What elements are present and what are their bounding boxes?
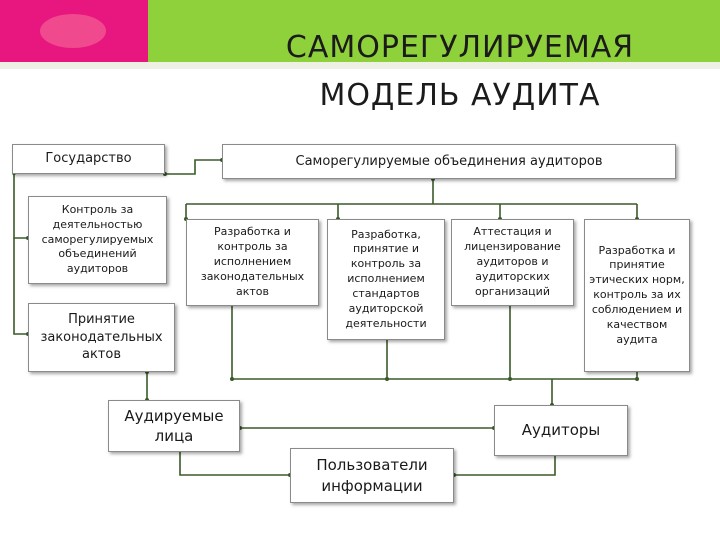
connector-audited-users [179,452,290,476]
box-audited: Аудируемые лица [108,400,240,452]
connector-state-sro [165,159,222,175]
box-attestation: Аттестация и лицензирование аудиторов и … [451,219,574,306]
header-band-green [148,0,720,62]
page-title-line1: САМОРЕГУЛИРУЕМАЯ [285,30,635,65]
box-laws: Принятие законодательных актов [28,303,175,372]
connector-auditors-users [454,456,556,476]
box-users: Пользователи информации [290,448,454,503]
connector-state-laws [13,238,28,335]
box-dev-laws: Разработка и контроль за исполнением зак… [186,219,319,306]
header-divider [0,62,720,69]
connector-state-control [13,173,28,239]
box-dev-standards: Разработка, принятие и контроль за испол… [327,219,445,340]
box-control: Контроль за деятельностью саморегулируем… [28,196,167,284]
box-state: Государство [12,144,165,174]
box-ethics: Разработка и принятие этических норм, ко… [584,219,690,372]
box-sro: Саморегулируемые объединения аудиторов [222,144,676,179]
decorative-oval [40,14,106,48]
box-auditors: Аудиторы [494,405,628,456]
page-title-line2: МОДЕЛЬ АУДИТА [319,78,601,113]
